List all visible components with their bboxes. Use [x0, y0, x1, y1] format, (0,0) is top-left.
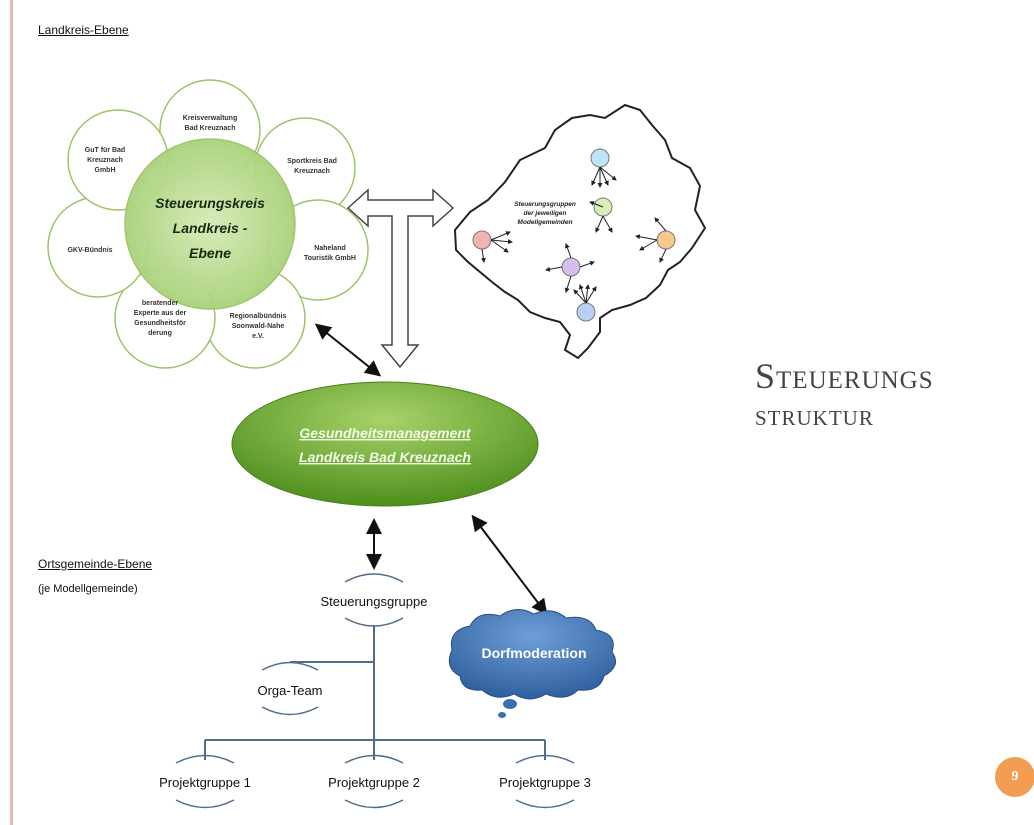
management-label-1: Gesundheitsmanagement [299, 425, 471, 441]
partner-label-kreisverwaltung-1: Kreisverwaltung [183, 115, 237, 122]
map-node-purple [561, 257, 581, 277]
map-label-1: Steuerungsgruppen [514, 201, 576, 208]
slide-title: Steuerungs struktur [755, 355, 934, 434]
slide-title-line-2: struktur [755, 399, 874, 433]
district-map-outline [453, 103, 707, 360]
management-label-2: Landkreis Bad Kreuznach [299, 449, 471, 465]
steuerungskreis-label-3: Ebene [189, 245, 231, 261]
map-node-orange [656, 230, 676, 250]
slide-title-line-1: Steuerungs [755, 356, 934, 396]
ortsgemeinde-heading: Ortsgemeinde-Ebene [38, 557, 153, 571]
partner-label-regional-3: e.V. [252, 333, 264, 340]
page-number-badge: 9 [995, 757, 1034, 797]
map-node-red [472, 230, 492, 250]
partner-label-experte-1: beratender [142, 300, 178, 307]
projektgruppe-2-label: Projektgruppe 2 [328, 775, 420, 790]
partner-label-experte-3: Gesundheitsför [134, 320, 186, 327]
steuerungskreis-circle [124, 138, 296, 310]
map-label-3: Modellgemeinden [518, 219, 573, 226]
partner-label-regional-1: Regionalbündnis [230, 313, 287, 320]
cloud-tail-2 [498, 712, 506, 718]
map-label-2: der jeweiligen [524, 210, 567, 217]
hollow-t-arrow [346, 188, 455, 369]
projektgruppe-1-label: Projektgruppe 1 [159, 775, 251, 790]
partner-label-gut-1: GuT für Bad [85, 147, 125, 154]
partner-label-sportkreis-2: Kreuznach [294, 168, 330, 175]
partner-label-experte-2: Experte aus der [134, 310, 187, 317]
partner-label-experte-4: derung [148, 330, 172, 337]
partner-label-kreisverwaltung-2: Bad Kreuznach [185, 125, 236, 132]
partner-label-naheland-1: Naheland [314, 245, 346, 252]
org-tree-lines [204, 625, 546, 760]
dorfmoderation-cloud [448, 609, 617, 700]
partner-label-gut-2: Kreuznach [87, 157, 123, 164]
steuerungsgruppe-label: Steuerungsgruppe [321, 594, 428, 609]
landkreis-heading: Landkreis-Ebene [38, 23, 129, 37]
cloud-tail-1 [503, 699, 517, 709]
partner-label-sportkreis-1: Sportkreis Bad [287, 158, 337, 165]
steuerungskreis-label-2: Landkreis - [173, 220, 248, 236]
map-node-arrows [480, 166, 667, 304]
dorfmoderation-label: Dorfmoderation [482, 645, 587, 661]
node-bracket-arcs [175, 573, 575, 809]
ortsgemeinde-subheading: (je Modellgemeinde) [38, 583, 138, 595]
map-node-lightblue [576, 302, 596, 322]
left-accent-rule [10, 0, 13, 825]
projektgruppe-3-label: Projektgruppe 3 [499, 775, 591, 790]
arrow-management-to-dorfmoderation [471, 514, 548, 616]
steuerungskreis-label-1: Steuerungskreis [155, 195, 265, 211]
partner-label-regional-2: Soonwald-Nahe [232, 323, 285, 330]
orga-team-label: Orga-Team [257, 683, 322, 698]
arrow-cluster-to-management [314, 323, 382, 377]
partner-label-naheland-2: Touristik GmbH [304, 255, 356, 262]
partner-label-gkv: GKV-Bündnis [67, 247, 112, 254]
map-node-blue [590, 148, 610, 168]
partner-label-gut-3: GmbH [95, 167, 116, 174]
management-ellipse [231, 381, 539, 507]
